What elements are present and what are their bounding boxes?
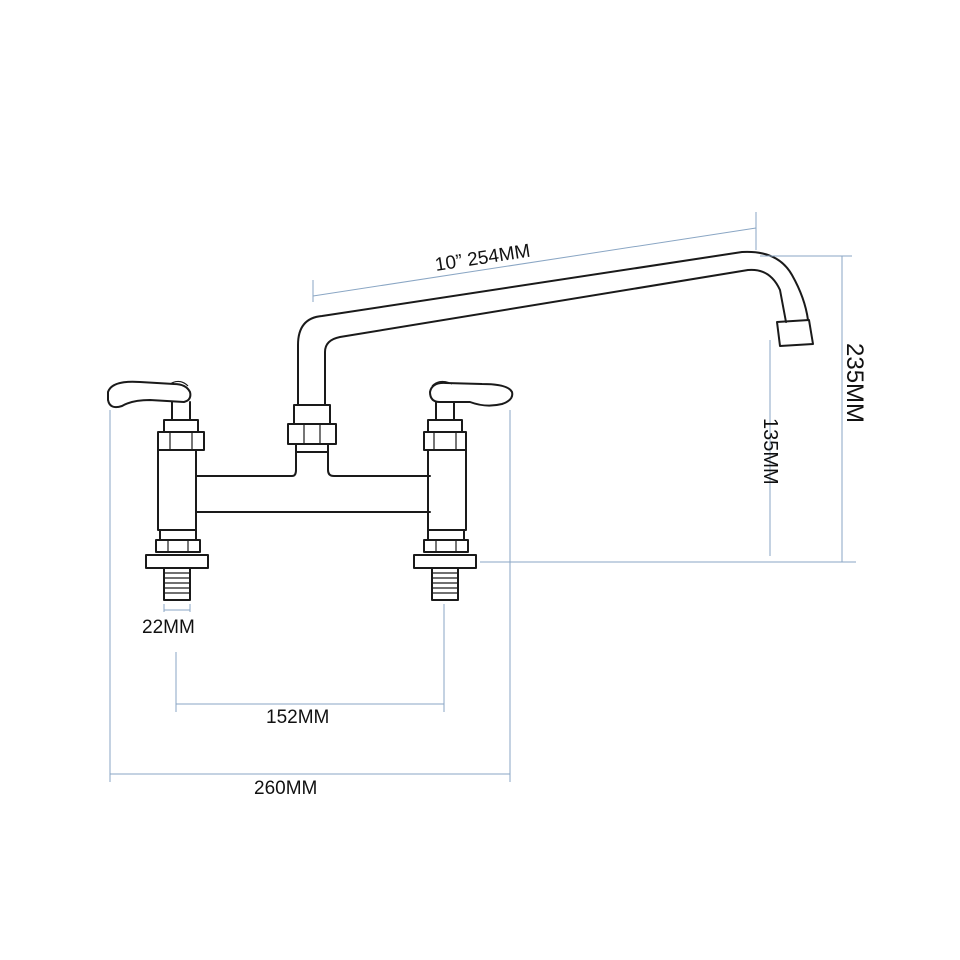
spout-height-label: 135MM — [759, 418, 781, 485]
spout-length-dimension-line — [312, 227, 757, 297]
spout-length-label: 10” 254MM — [434, 241, 532, 276]
thread-size-label: 22MM — [142, 617, 195, 638]
dimension-labels: 10” 254MM 235MM 135MM 22MM 152MM 260MM — [142, 241, 868, 799]
right-valve-body — [427, 449, 467, 531]
right-flange — [413, 554, 477, 569]
overall-width-label: 260MM — [254, 778, 317, 799]
spout-swivel-nut — [287, 404, 337, 453]
left-thread-lines — [164, 572, 190, 594]
faucet-outline — [107, 250, 814, 601]
right-valve — [413, 380, 514, 601]
left-bonnet — [157, 419, 205, 451]
left-flange — [145, 554, 209, 569]
left-handle-cap — [169, 380, 189, 387]
right-bonnet — [423, 419, 467, 451]
left-valve-body — [157, 449, 197, 531]
left-valve — [107, 380, 209, 601]
dimension-lines — [109, 212, 856, 782]
left-stem — [171, 401, 191, 421]
right-stem — [435, 401, 455, 421]
crossbar — [195, 451, 431, 513]
spout-arm — [297, 250, 809, 406]
right-base-nut — [423, 529, 469, 553]
right-lever-handle — [429, 381, 514, 407]
left-lever-handle — [107, 380, 192, 409]
aerator — [776, 319, 814, 347]
left-base-nut — [155, 529, 201, 553]
right-handle-cap — [431, 380, 453, 387]
right-threaded-shank — [431, 567, 459, 601]
total-height-label: 235MM — [841, 343, 868, 423]
center-spacing-label: 152MM — [266, 707, 329, 728]
right-thread-lines — [432, 572, 458, 594]
left-threaded-shank — [163, 567, 191, 601]
